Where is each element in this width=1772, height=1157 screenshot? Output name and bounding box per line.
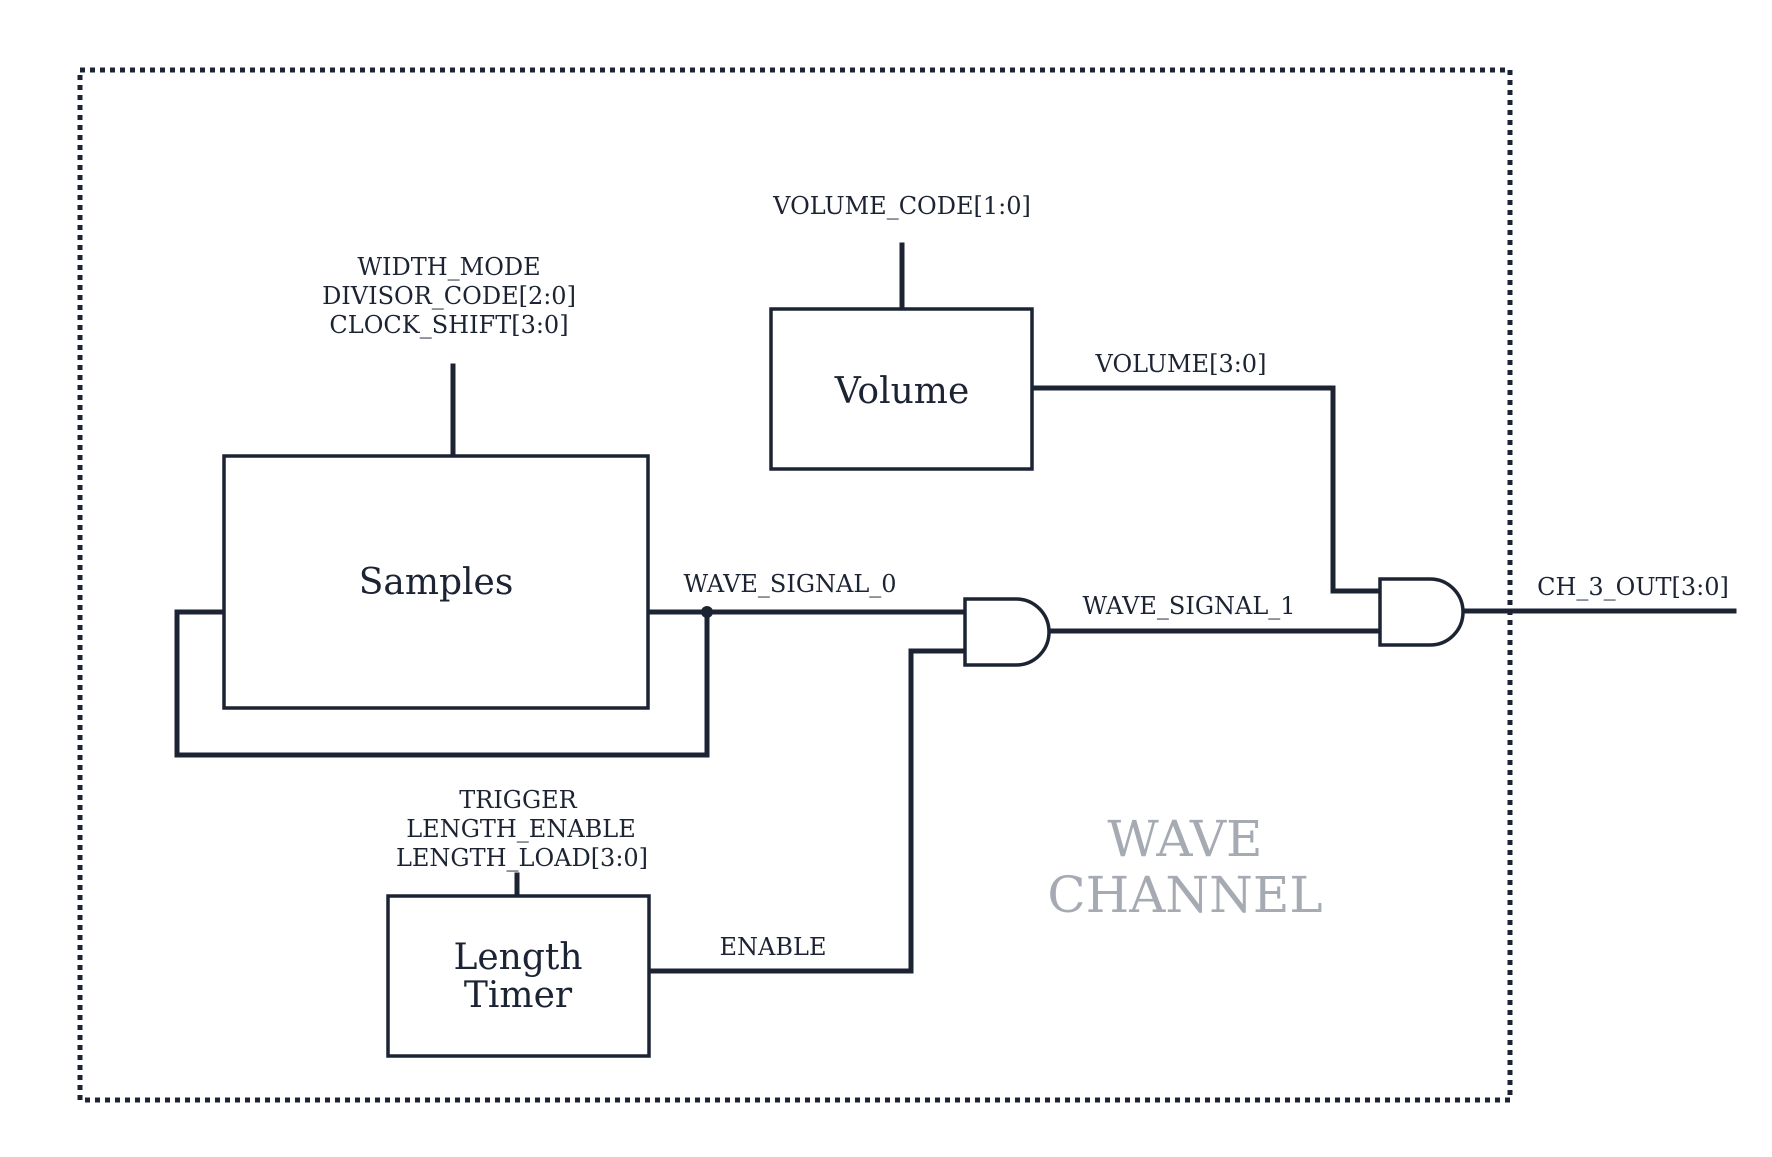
length-timer-label-line-1: Length	[453, 937, 582, 978]
volume-block	[769, 307, 1034, 471]
ch-3-out-label: CH_3_OUT[3:0]	[1537, 573, 1729, 601]
junction-dot	[701, 606, 713, 618]
volume-label: Volume	[834, 371, 970, 412]
watermark-line-2: CHANNEL	[1047, 866, 1322, 924]
samples-label: Samples	[359, 562, 514, 603]
length-timer-label-line-2: Timer	[464, 975, 573, 1016]
enable-label: ENABLE	[720, 933, 827, 961]
length-load-label: LENGTH_LOAD[3:0]	[396, 844, 648, 872]
samples-block	[222, 454, 650, 710]
and-gate-volume	[1378, 577, 1465, 647]
and-gate-enable	[963, 597, 1051, 667]
watermark-line-1: WAVE	[1107, 810, 1262, 868]
module-boundary	[77, 67, 1513, 1103]
length-enable-label: LENGTH_ENABLE	[406, 815, 636, 843]
length-timer-block	[386, 894, 651, 1058]
volume-signal-label: VOLUME[3:0]	[1095, 350, 1267, 378]
divisor-code-label: DIVISOR_CODE[2:0]	[322, 282, 576, 310]
wave-signal-1-label: WAVE_SIGNAL_1	[1082, 592, 1295, 620]
wave-signal-0-label: WAVE_SIGNAL_0	[683, 570, 896, 598]
width-mode-label: WIDTH_MODE	[357, 253, 540, 281]
clock-shift-label: CLOCK_SHIFT[3:0]	[329, 311, 568, 339]
volume-wire	[1027, 385, 1379, 594]
trigger-label: TRIGGER	[459, 786, 577, 814]
volume-code-label: VOLUME_CODE[1:0]	[772, 192, 1031, 220]
samples-feedback-wire	[174, 609, 710, 758]
enable-wire	[645, 648, 966, 974]
